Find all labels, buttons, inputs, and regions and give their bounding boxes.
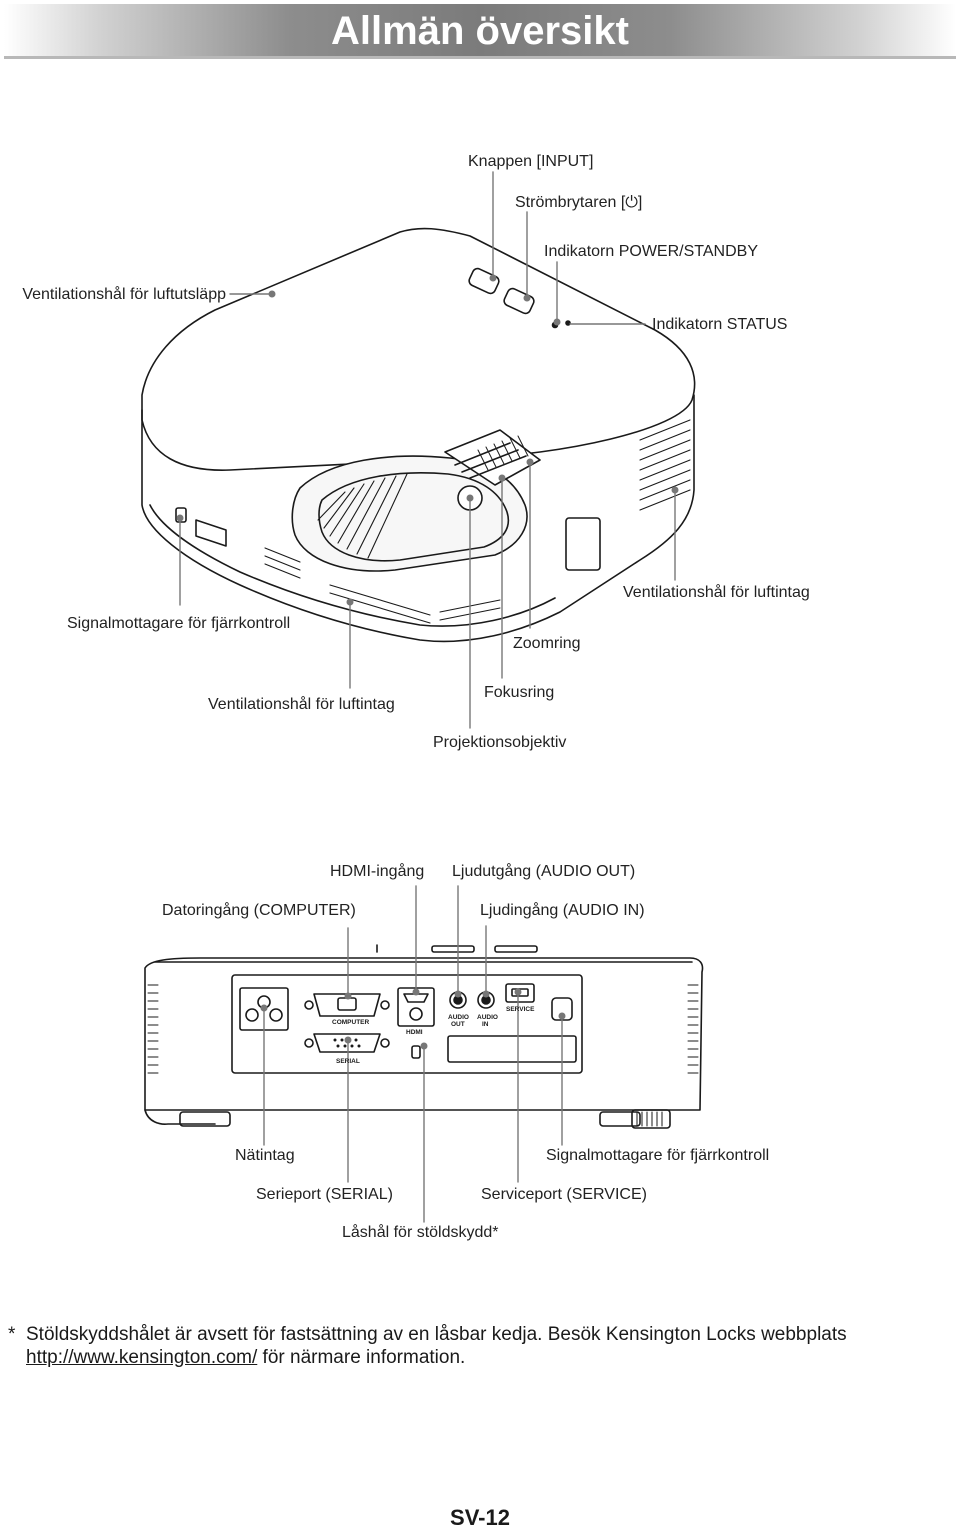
port-marking-audio-out-2: OUT (451, 1021, 465, 1028)
label-remote-receiver-front: Signalmottagare för fjärrkontroll (67, 615, 291, 632)
footnote-line-2-rest: för närmare information. (257, 1347, 466, 1368)
port-marking-hdmi: HDMI (406, 1029, 423, 1036)
label-remote-receiver-rear: Signalmottagare för fjärrkontroll (546, 1147, 770, 1164)
label-service-port: Serviceport (SERVICE) (481, 1186, 647, 1203)
kensington-link[interactable]: http://www.kensington.com/ (26, 1347, 258, 1368)
label-intake-vent-right: Ventilationshål för luftintag (623, 584, 810, 601)
port-marking-service: SERVICE (506, 1006, 535, 1013)
label-intake-vent-front: Ventilationshål för luftintag (208, 696, 395, 713)
label-status-indicator: Indikatorn STATUS (652, 316, 788, 333)
label-projection-lens: Projektionsobjektiv (433, 734, 567, 751)
port-marking-computer: COMPUTER (332, 1019, 370, 1026)
label-input-button: Knappen [INPUT] (468, 153, 594, 170)
label-computer-input: Datoringång (COMPUTER) (162, 902, 356, 919)
projector-rear-view (144, 944, 704, 1129)
label-power-inlet: Nätintag (235, 1147, 295, 1164)
label-security-slot: Låshål för stöldskydd* (342, 1224, 499, 1241)
label-focus-ring: Fokusring (484, 684, 555, 701)
label-hdmi-input: HDMI-ingång (330, 863, 425, 880)
footnote-marker: * (8, 1324, 16, 1345)
label-audio-out: Ljudutgång (AUDIO OUT) (452, 863, 636, 880)
port-marking-audio-in-1: AUDIO (477, 1014, 498, 1021)
rear-leader-lines (263, 885, 563, 1223)
port-marking-serial: SERIAL (336, 1058, 360, 1065)
label-serial-port: Serieport (SERIAL) (256, 1186, 393, 1203)
label-power-switch: Strömbrytaren [⏻] (515, 194, 643, 211)
page-title: Allmän översikt (331, 9, 629, 53)
port-marking-audio-out-1: AUDIO (448, 1014, 469, 1021)
label-zoom-ring: Zoomring (513, 635, 581, 652)
footnote-line-1: Stöldskyddshålet är avsett för fastsättn… (26, 1324, 847, 1345)
label-audio-in: Ljudingång (AUDIO IN) (480, 902, 645, 919)
footnote-line-2: http://www.kensington.com/ för närmare i… (26, 1347, 465, 1369)
page-number: SV-12 (450, 1505, 510, 1530)
label-power-standby-indicator: Indikatorn POWER/STANDBY (544, 243, 758, 260)
label-exhaust-vent: Ventilationshål för luftutsläpp (22, 286, 226, 303)
port-marking-audio-in-2: IN (482, 1021, 489, 1028)
title-bar: Allmän översikt (4, 4, 956, 59)
projector-diagram: COMPUTER SERIAL HDMI AUDIO OUT AUDIO IN … (141, 171, 704, 1223)
top-leader-lines (179, 171, 676, 729)
